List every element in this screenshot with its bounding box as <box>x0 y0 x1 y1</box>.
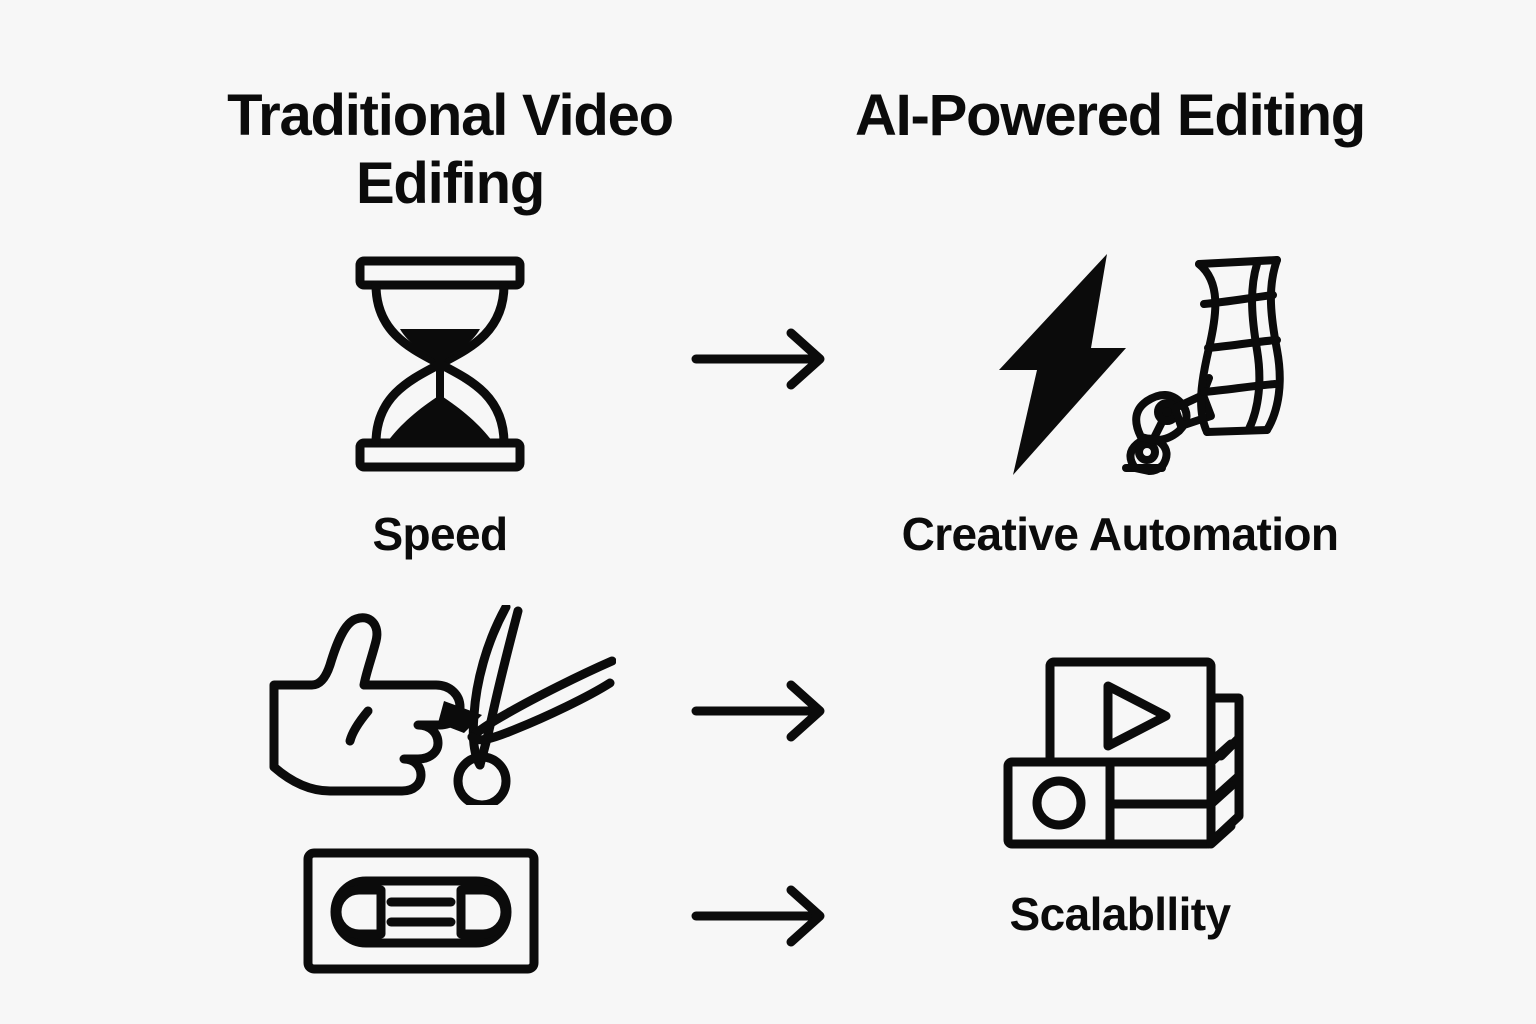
arrow-right-icon-row-2 <box>690 677 838 743</box>
label-speed: Speed <box>372 508 508 560</box>
label-creative-automation: Creative Automation <box>901 508 1339 560</box>
media-stack-play-icon <box>1002 652 1250 852</box>
vhs-cassette-icon <box>303 848 539 974</box>
column-heading-traditional: Traditional Video Edifing <box>227 83 674 217</box>
hourglass-icon <box>352 255 528 473</box>
hand-scissors-icon <box>268 605 616 805</box>
arrow-right-icon-row-1 <box>690 325 838 391</box>
column-heading-ai-powered: AI-Powered Editing <box>854 83 1366 148</box>
arrow-right-icon-row-3 <box>690 882 838 948</box>
lightning-bolt-robot-arm-film-icon <box>995 252 1285 477</box>
label-scalability: Scalabllity <box>1009 888 1232 940</box>
